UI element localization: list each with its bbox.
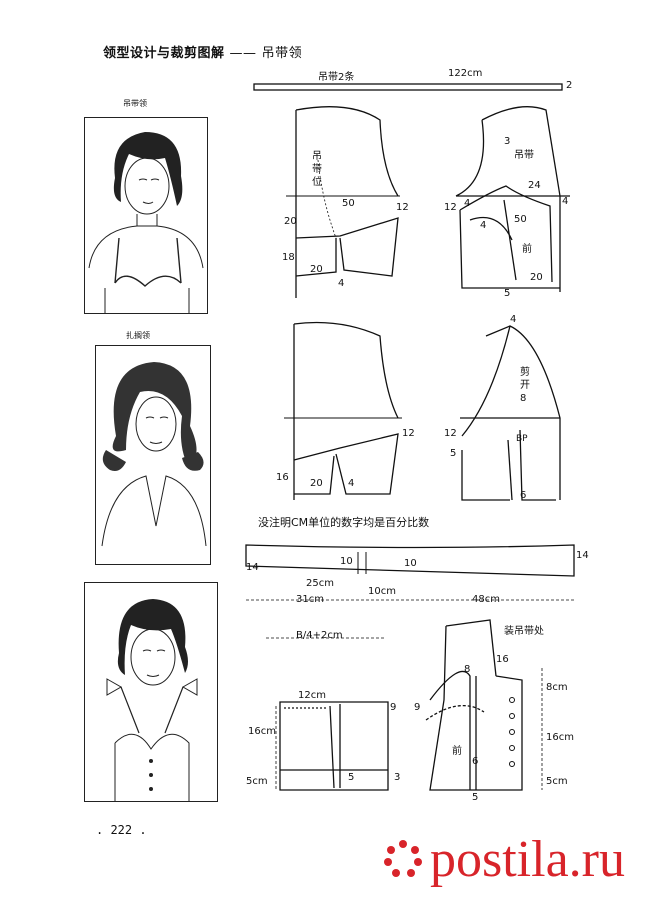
photo-tie-halter [84, 582, 218, 802]
dim-label: 8 [464, 664, 471, 675]
page-title: 领型设计与裁剪图解 —— 吊带领 [103, 42, 302, 61]
dim-label: 16 [276, 472, 289, 483]
cut-open-label: 剪 开 8 [520, 366, 532, 405]
formula-label: B/4+2cm [296, 630, 343, 641]
dim-label: 4 [562, 196, 569, 207]
dim-label: 16cm [248, 726, 276, 737]
dim-label: 6 [472, 756, 479, 767]
dim-label: 12 [402, 428, 415, 439]
title-main: 领型设计与裁剪图解 [103, 46, 225, 61]
photo-caption-2: 扎搁领 [126, 331, 150, 340]
dim-label: 5 [504, 288, 511, 299]
dim-label: 8cm [546, 682, 568, 693]
front-label: 前 [452, 746, 462, 757]
dim-label: 10 [340, 556, 353, 567]
dim-label: 24 [528, 180, 541, 191]
dim-label: 4 [510, 314, 517, 325]
dim-label: 20 [284, 216, 297, 227]
dim-label: 4 [348, 478, 355, 489]
strap-rect [253, 83, 563, 91]
dim-label: 16 [496, 654, 509, 665]
postila-logo-icon [384, 840, 422, 877]
cut-open-char: 开 [520, 380, 530, 391]
dim-label: 9 [414, 702, 421, 713]
dim-label: 18 [282, 252, 295, 263]
dim-label: 12cm [298, 690, 326, 701]
dim-label: 25cm [306, 578, 334, 589]
dim-label: 5 [472, 792, 479, 803]
dim-label: 14 [576, 550, 589, 561]
dim-label: 20 [530, 272, 543, 283]
dim-label: 4 [464, 198, 471, 209]
dim-label: 31cm [296, 594, 324, 605]
dim-label: 10 [404, 558, 417, 569]
photo-caption-1: 吊带领 [123, 99, 147, 108]
percentage-note: 没注明CM单位的数字均是百分比数 [258, 516, 430, 529]
strap-width: 2 [566, 80, 573, 91]
dim-label: 16cm [546, 732, 574, 743]
dim-label: 12 [444, 428, 457, 439]
title-sub: 吊带领 [261, 46, 303, 61]
strap-length: 122cm [448, 68, 483, 79]
photo-wrap-neckline [95, 345, 211, 565]
dim-label: 50 [342, 198, 355, 209]
dim-label: 4 [480, 220, 487, 231]
dim-label: 9 [390, 702, 397, 713]
dim-label: 6 [520, 490, 527, 501]
dim-label: 3 [394, 772, 401, 783]
cut-open-char: 8 [520, 393, 527, 404]
dim-label: 4 [338, 278, 345, 289]
dim-label: 48cm [472, 594, 500, 605]
dim-label: 50 [514, 214, 527, 225]
dim-label: 5cm [546, 776, 568, 787]
page-number: . 222 . [96, 823, 147, 837]
watermark: postila.ru [430, 831, 625, 888]
strap-pos-char: 带 [312, 164, 322, 175]
cut-open-char: 剪 [520, 367, 530, 378]
strap-label-front: 吊带 [514, 150, 534, 161]
bp-label: BP [516, 434, 528, 444]
dim-label: 3 [504, 136, 511, 147]
strap-pos-char: 位 [312, 177, 322, 188]
dim-label: 5 [348, 772, 355, 783]
strap-label: 吊带2条 [318, 72, 355, 83]
dim-label: 5cm [246, 776, 268, 787]
dim-label: 20 [310, 264, 323, 275]
dim-label: 20 [310, 478, 323, 489]
photo-halter-neckline [84, 117, 208, 314]
front-label: 前 [522, 244, 532, 255]
dim-label: 5 [450, 448, 457, 459]
dim-label: 10cm [368, 586, 396, 597]
attach-strap-label: 装吊带处 [504, 626, 544, 637]
dim-label: 14 [246, 562, 259, 573]
title-dash: —— [229, 46, 257, 61]
strap-position-label: 吊 带 位 [312, 150, 324, 189]
dim-label: 12 [396, 202, 409, 213]
dim-label: 12 [444, 202, 457, 213]
strap-pos-char: 吊 [312, 151, 322, 162]
